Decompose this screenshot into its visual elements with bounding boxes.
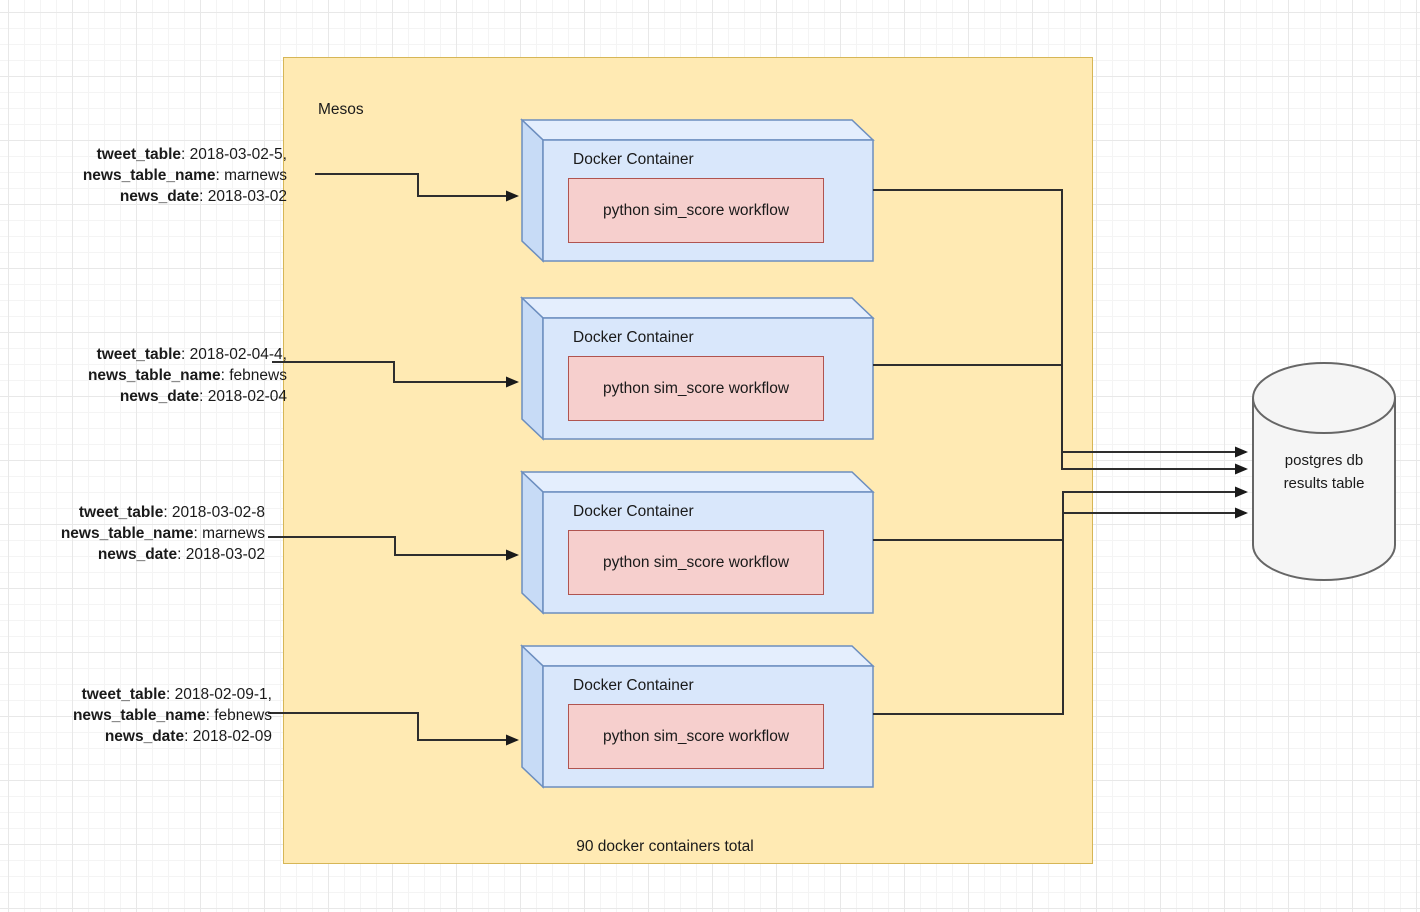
docker-container-title-4: Docker Container — [573, 677, 694, 694]
arrow-input-4 — [268, 712, 519, 746]
param-line: tweet_table: 2018-02-09-1, — [81, 686, 272, 703]
param-line: news_date: 2018-02-04 — [119, 388, 287, 405]
input-param-label-2: tweet_table: 2018-02-04-4, news_table_na… — [88, 344, 287, 407]
db-label-line1: postgres db — [1284, 452, 1364, 469]
arrow-output-3 — [873, 486, 1248, 541]
input-param-label-1: tweet_table: 2018-03-02-5, news_table_na… — [83, 144, 287, 207]
arrow-input-1 — [315, 173, 519, 202]
postgres-db-cylinder — [1252, 362, 1396, 581]
input-param-label-3: tweet_table: 2018-03-02-8 news_table_nam… — [61, 502, 265, 565]
workflow-box-3: python sim_score workflow — [568, 530, 824, 595]
input-param-label-4: tweet_table: 2018-02-09-1, news_table_na… — [73, 684, 272, 747]
arrow-output-1 — [873, 189, 1248, 458]
param-line: news_date: 2018-03-02 — [97, 546, 265, 563]
mesos-label: Mesos — [318, 101, 364, 118]
db-label-line2: results table — [1283, 475, 1365, 492]
arrow-output-2 — [873, 364, 1248, 475]
arrow-input-3 — [268, 536, 519, 561]
containers-total-caption: 90 docker containers total — [576, 838, 754, 855]
param-line: news_date: 2018-02-09 — [104, 728, 272, 745]
arrow-input-2 — [272, 361, 519, 388]
param-line: news_table_name: febnews — [87, 367, 287, 384]
param-line: tweet_table: 2018-02-04-4, — [96, 346, 287, 363]
workflow-box-4: python sim_score workflow — [568, 704, 824, 769]
postgres-db-label: postgres db results table — [1244, 449, 1404, 495]
docker-container-title-3: Docker Container — [573, 503, 694, 520]
arrow-output-4 — [873, 507, 1248, 715]
docker-container-title-2: Docker Container — [573, 329, 694, 346]
param-line: tweet_table: 2018-03-02-5, — [96, 146, 287, 163]
workflow-box-2: python sim_score workflow — [568, 356, 824, 421]
param-line: news_date: 2018-03-02 — [119, 188, 287, 205]
param-line: news_table_name: marnews — [82, 167, 287, 184]
param-line: news_table_name: marnews — [60, 525, 265, 542]
param-line: news_table_name: febnews — [72, 707, 272, 724]
param-line: tweet_table: 2018-03-02-8 — [78, 504, 265, 521]
docker-container-title-1: Docker Container — [573, 151, 694, 168]
workflow-box-1: python sim_score workflow — [568, 178, 824, 243]
